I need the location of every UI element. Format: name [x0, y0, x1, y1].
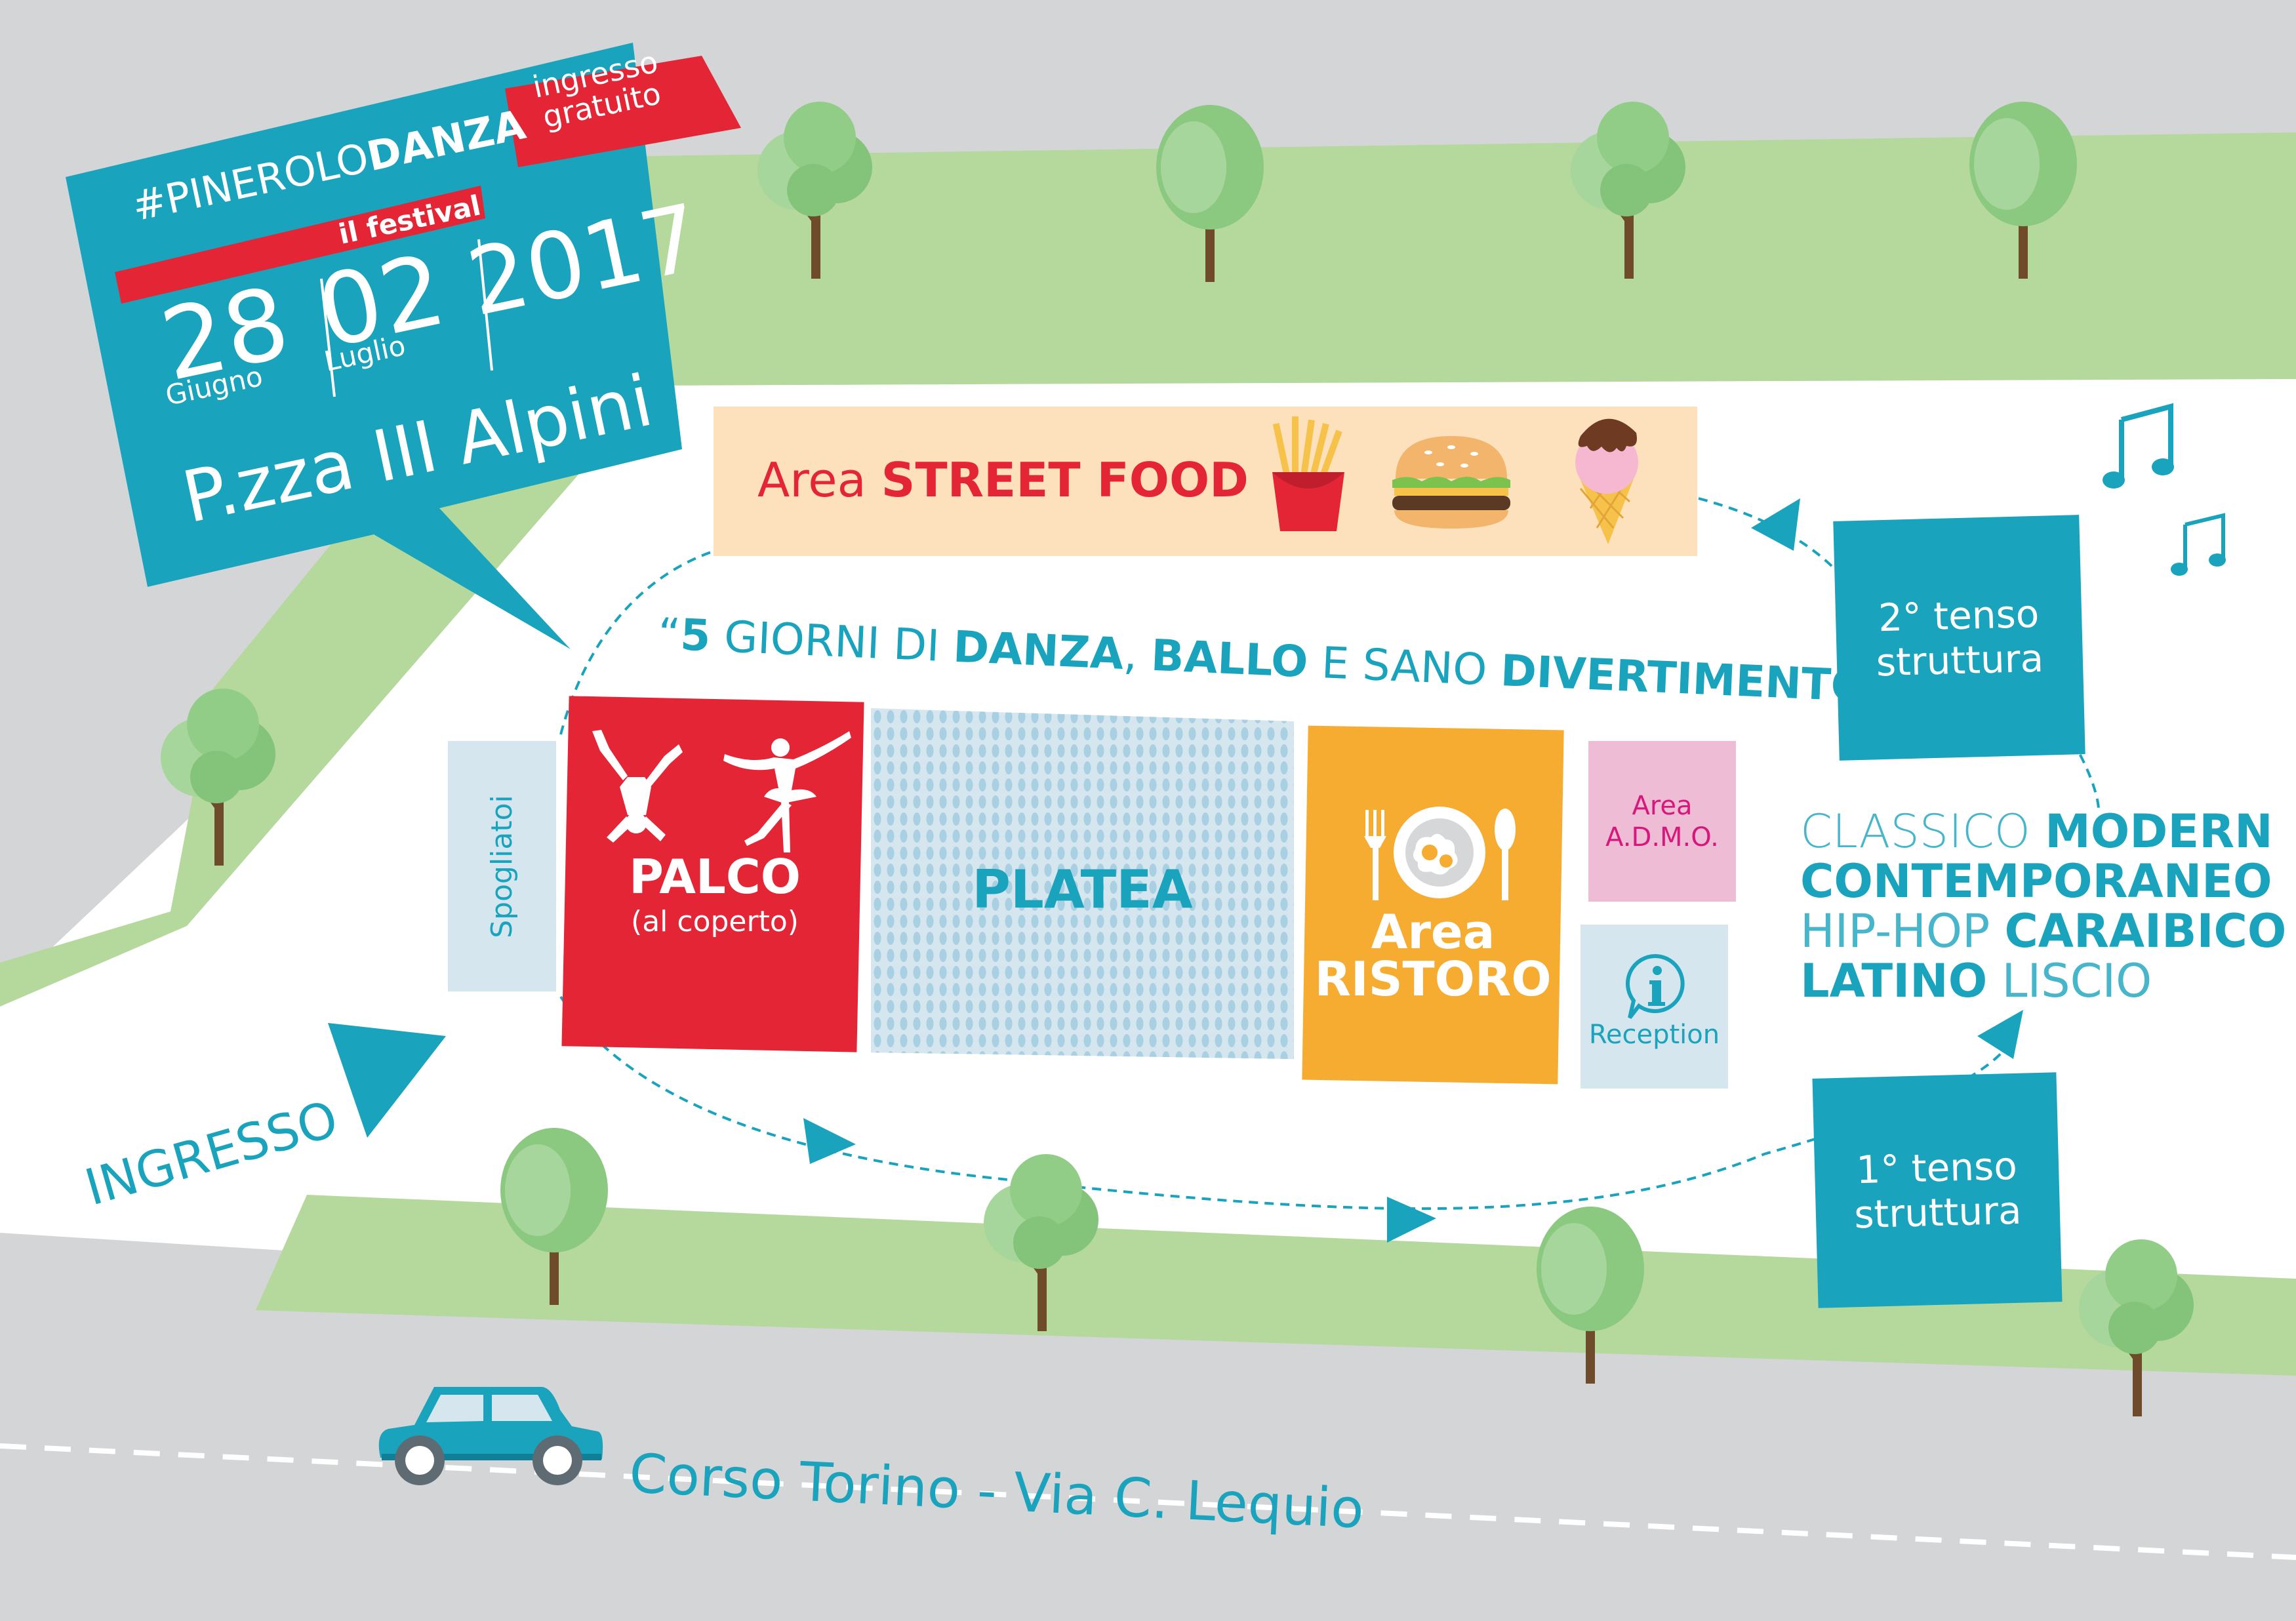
arrow-icon — [803, 1118, 856, 1164]
entrance-arrow-icon — [328, 1023, 446, 1138]
street-food-bold: STREET FOOD — [881, 452, 1249, 508]
slogan-comma: , — [1122, 628, 1152, 681]
style-contemporaneo: CONTEMPORANEO — [1800, 854, 2272, 908]
path-loop — [559, 550, 715, 735]
grass-top — [636, 132, 2296, 386]
free-entry-badge — [505, 56, 741, 167]
music-note-icon — [2171, 513, 2226, 576]
path-loop-top — [1698, 497, 1838, 572]
path-loop-bottom — [559, 995, 2021, 1211]
tree-icon — [1156, 105, 1264, 282]
car-icon — [378, 1387, 603, 1485]
audience-label: PLATEA — [972, 859, 1193, 920]
music-note-icon — [2103, 403, 2174, 489]
stage-sublabel: (al coperto) — [631, 905, 799, 938]
tree-icon — [500, 1128, 608, 1305]
tree-icon — [757, 102, 872, 279]
slogan-five: 5 — [679, 609, 712, 662]
refreshment-label: Area RISTORO — [1305, 908, 1561, 1003]
street-food-prefix: Area — [757, 452, 866, 508]
tree-icon — [161, 689, 275, 866]
dance-styles-row3: HIP-HOP CARAIBICO — [1800, 906, 2286, 956]
tree-icon — [2079, 1239, 2194, 1416]
slogan-ballo: BALLO — [1150, 630, 1309, 688]
burger-icon — [1392, 436, 1510, 529]
tent-1-line1: 1° tenso — [1855, 1143, 2018, 1193]
tent-1-line2: struttura — [1853, 1188, 2023, 1237]
street-food-label: Area STREET FOOD — [757, 452, 1249, 508]
admo-line2: A.D.M.O. — [1605, 822, 1719, 852]
dance-styles-row2: CONTEMPORANEO — [1800, 856, 2286, 906]
style-hiphop: HIP-HOP — [1800, 904, 1990, 958]
admo-area[interactable]: Area A.D.M.O. — [1588, 741, 1736, 902]
tree-icon — [1537, 1207, 1644, 1384]
dance-styles: CLASSICO MODERN CONTEMPORANEO HIP-HOP CA… — [1800, 807, 2286, 1006]
slogan-open-quote: “ — [656, 609, 682, 660]
ice-cream-icon — [1575, 418, 1638, 544]
tree-icon — [1571, 102, 1685, 279]
tree-icon — [984, 1154, 1098, 1331]
header-red-ribbon — [115, 186, 485, 304]
header-sign — [66, 43, 741, 649]
info-icon — [1626, 953, 1685, 1019]
stage-label: PALCO — [629, 849, 801, 904]
dance-styles-row1: CLASSICO MODERN — [1800, 807, 2286, 856]
grass-left — [0, 386, 656, 1007]
changing-rooms-area[interactable]: Spogliatoi — [448, 741, 556, 991]
reception-label: Reception — [1588, 1020, 1720, 1050]
fries-icon — [1272, 416, 1344, 531]
refreshment-line1: Area — [1371, 904, 1495, 959]
breakdancer-icon — [592, 730, 683, 843]
slogan-sano: E SANO — [1306, 637, 1502, 696]
changing-rooms-label: Spogliatoi — [485, 794, 519, 938]
tree-icon — [1969, 102, 2077, 279]
style-liscio: LISCIO — [2002, 954, 2152, 1008]
reception-area[interactable] — [1581, 925, 1728, 1089]
admo-line1: Area — [1632, 790, 1693, 821]
tent-2-line1: 2° tenso — [1878, 591, 2040, 640]
tent-structure-2[interactable]: 2° tenso struttura — [1833, 515, 2085, 761]
refreshment-line2: RISTORO — [1314, 951, 1552, 1007]
audience-area[interactable] — [871, 708, 1294, 1059]
path-loop-right — [2071, 740, 2100, 810]
tent-structure-1[interactable]: 1° tenso struttura — [1812, 1072, 2063, 1308]
slogan-days: GIORNI DI — [709, 610, 955, 672]
arrow-icon — [1977, 1010, 2023, 1059]
style-latino: LATINO — [1800, 954, 1988, 1008]
arrow-icon — [1387, 1197, 1436, 1243]
grass-bottom — [256, 1195, 2296, 1376]
arrow-icon — [1751, 498, 1800, 551]
dance-styles-row4: LATINO LISCIO — [1800, 956, 2286, 1006]
slogan-danza: DANZA — [952, 621, 1125, 679]
style-classico: CLASSICO — [1800, 805, 2030, 858]
street-food-area[interactable] — [714, 407, 1697, 556]
plate-cutlery-icon — [1364, 807, 1516, 900]
ballerina-icon — [723, 731, 851, 852]
tent-2-line2: struttura — [1875, 635, 2044, 685]
style-caraibico: CARAIBICO — [2004, 904, 2287, 958]
style-modern: MODERN — [2045, 805, 2273, 858]
